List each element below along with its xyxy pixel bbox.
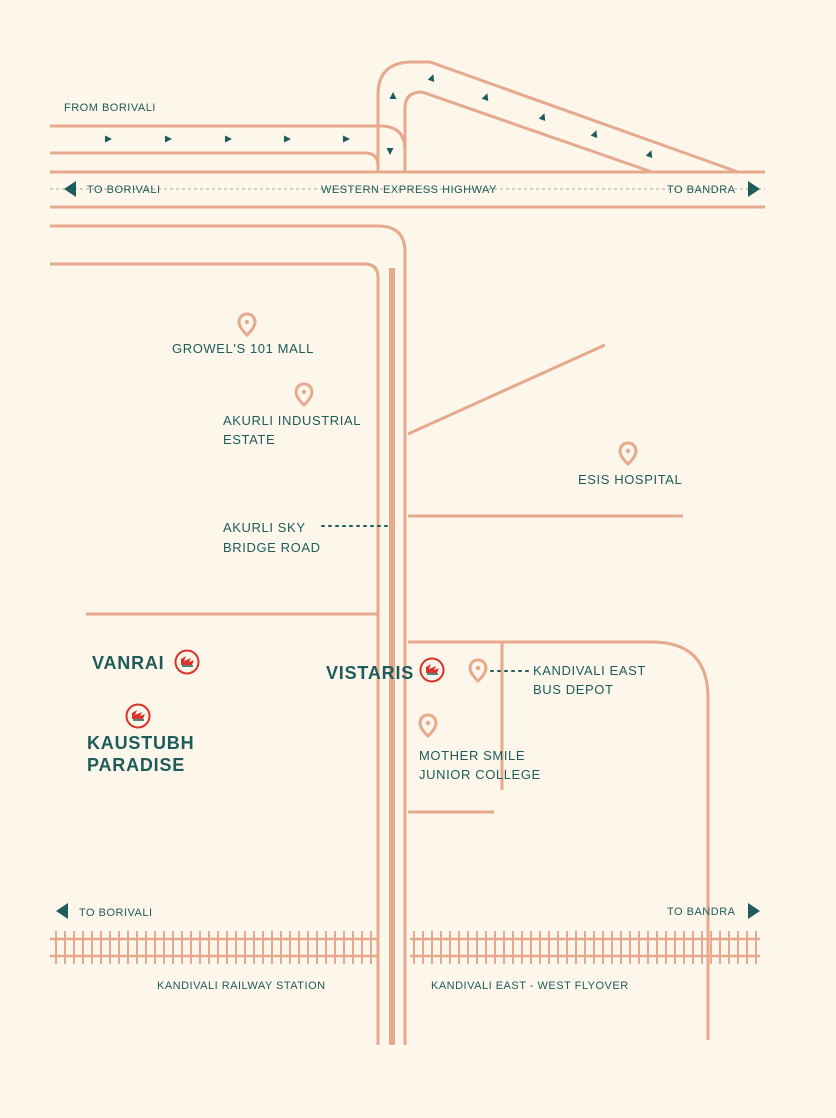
location-pin-icon[interactable] (618, 441, 638, 466)
growels-mall-label: GROWEL'S 101 MALL (172, 341, 314, 356)
direction-arrow-icon (64, 181, 76, 197)
location-pin-icon[interactable] (418, 713, 438, 738)
traffic-arrow-icon (427, 74, 435, 83)
traffic-arrows (105, 74, 653, 159)
highway-to-bandra-label: TO BANDRA (667, 184, 736, 196)
bus-depot-label-line2: BUS DEPOT (533, 682, 614, 697)
highway-to-borivali-label: TO BORIVALI (87, 184, 161, 196)
rail-to-bandra-label: TO BANDRA (667, 906, 736, 918)
traffic-arrow-icon (343, 135, 350, 143)
traffic-arrow-icon (105, 135, 112, 143)
kandivali-station-label: KANDIVALI RAILWAY STATION (157, 980, 326, 992)
highway-name-label: WESTERN EXPRESS HIGHWAY (321, 184, 497, 196)
traffic-arrow-icon (481, 93, 489, 102)
traffic-arrow-icon (284, 135, 291, 143)
vistaris-label: VISTARIS (326, 663, 414, 683)
kaustubh-label-line2: PARADISE (87, 755, 185, 775)
location-pin-icon[interactable] (294, 382, 314, 407)
mother-smile-label: MOTHER SMILE (419, 748, 525, 763)
flyover-label: KANDIVALI EAST - WEST FLYOVER (431, 980, 629, 992)
akurli-bridge-label: AKURLI SKY (223, 520, 306, 535)
project-logo-icon[interactable] (419, 657, 445, 683)
traffic-arrow-icon (538, 113, 546, 122)
akurli-bridge-label-line2: BRIDGE ROAD (223, 540, 321, 555)
akurli-estate-label-line2: ESTATE (223, 432, 275, 447)
direction-arrow-icon (56, 903, 68, 919)
vanrai-label: VANRAI (92, 653, 164, 673)
direction-arrow-icon (748, 181, 760, 197)
rail-to-borivali-label: TO BORIVALI (79, 907, 153, 919)
traffic-arrow-icon (386, 148, 394, 155)
mother-smile-label-line2: JUNIOR COLLEGE (419, 767, 541, 782)
traffic-arrow-icon (165, 135, 172, 143)
location-pin-icon[interactable] (237, 312, 257, 337)
traffic-arrow-icon (225, 135, 232, 143)
from-borivali-label: FROM BORIVALI (64, 102, 156, 114)
traffic-arrow-icon (645, 150, 653, 159)
traffic-arrow-icon (590, 130, 598, 139)
kaustubh-label: KAUSTUBH (87, 733, 194, 753)
traffic-arrow-icon (389, 92, 397, 99)
railway-track (50, 931, 760, 964)
road-network (50, 60, 765, 1045)
akurli-estate-label: AKURLI INDUSTRIAL (223, 413, 361, 428)
direction-arrow-icon (748, 903, 760, 919)
esis-hospital-label: ESIS HOSPITAL (578, 472, 682, 487)
project-logo-icon[interactable] (174, 649, 200, 675)
bus-depot-label: KANDIVALI EAST (533, 663, 646, 678)
location-pin-icon[interactable] (468, 658, 488, 683)
project-logo-icon[interactable] (125, 703, 151, 729)
